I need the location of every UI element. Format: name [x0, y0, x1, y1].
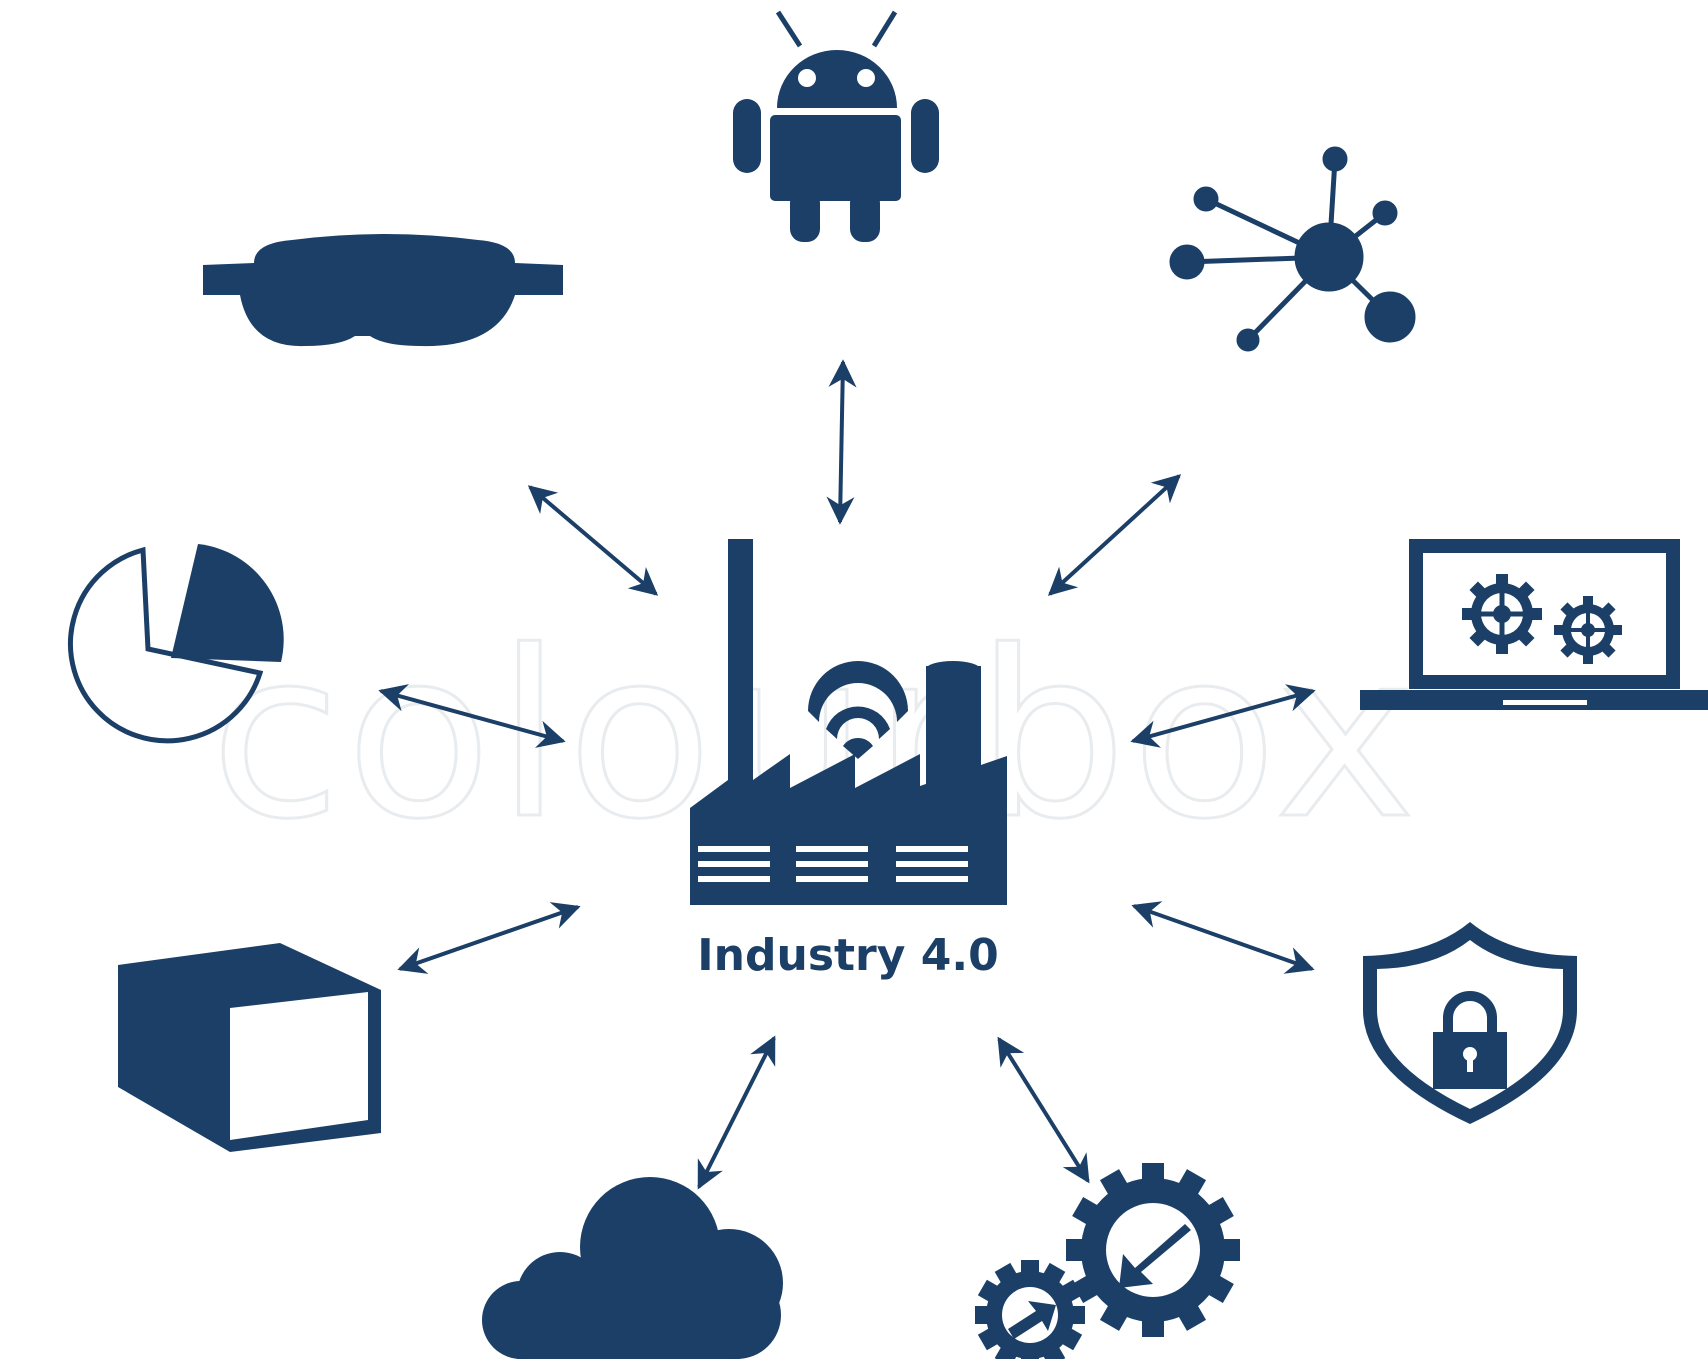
gear-large-icon	[1066, 1163, 1240, 1337]
laptop-gear-small-icon	[1554, 596, 1622, 664]
arrow-product	[397, 902, 581, 974]
arrow-robot	[826, 359, 857, 525]
arrow-cloud	[697, 1035, 776, 1190]
network-hub-icon	[1169, 146, 1416, 352]
smart-factory-icon	[690, 539, 1007, 905]
gear-small-icon	[975, 1260, 1085, 1359]
android-robot-icon	[733, 10, 939, 242]
arrow-analytics	[378, 684, 566, 748]
shield-lock-icon	[1363, 922, 1577, 1124]
arrow-security	[1131, 901, 1315, 974]
cloud-icon	[482, 1177, 783, 1359]
vr-goggles-icon	[203, 234, 563, 347]
pie-chart-icon	[67, 544, 284, 744]
gears-arrows-icon	[975, 1163, 1240, 1359]
arrow-network	[1047, 474, 1182, 596]
arrow-computer	[1130, 684, 1316, 748]
laptop-gears-icon	[1360, 539, 1708, 710]
arrow-augmented-reality	[527, 485, 659, 596]
connection-arrows	[378, 359, 1316, 1190]
laptop-gear-large-icon	[1462, 574, 1542, 654]
box-3d-icon	[118, 943, 381, 1152]
arrow-automation	[997, 1036, 1090, 1184]
center-title: Industry 4.0	[697, 930, 998, 981]
